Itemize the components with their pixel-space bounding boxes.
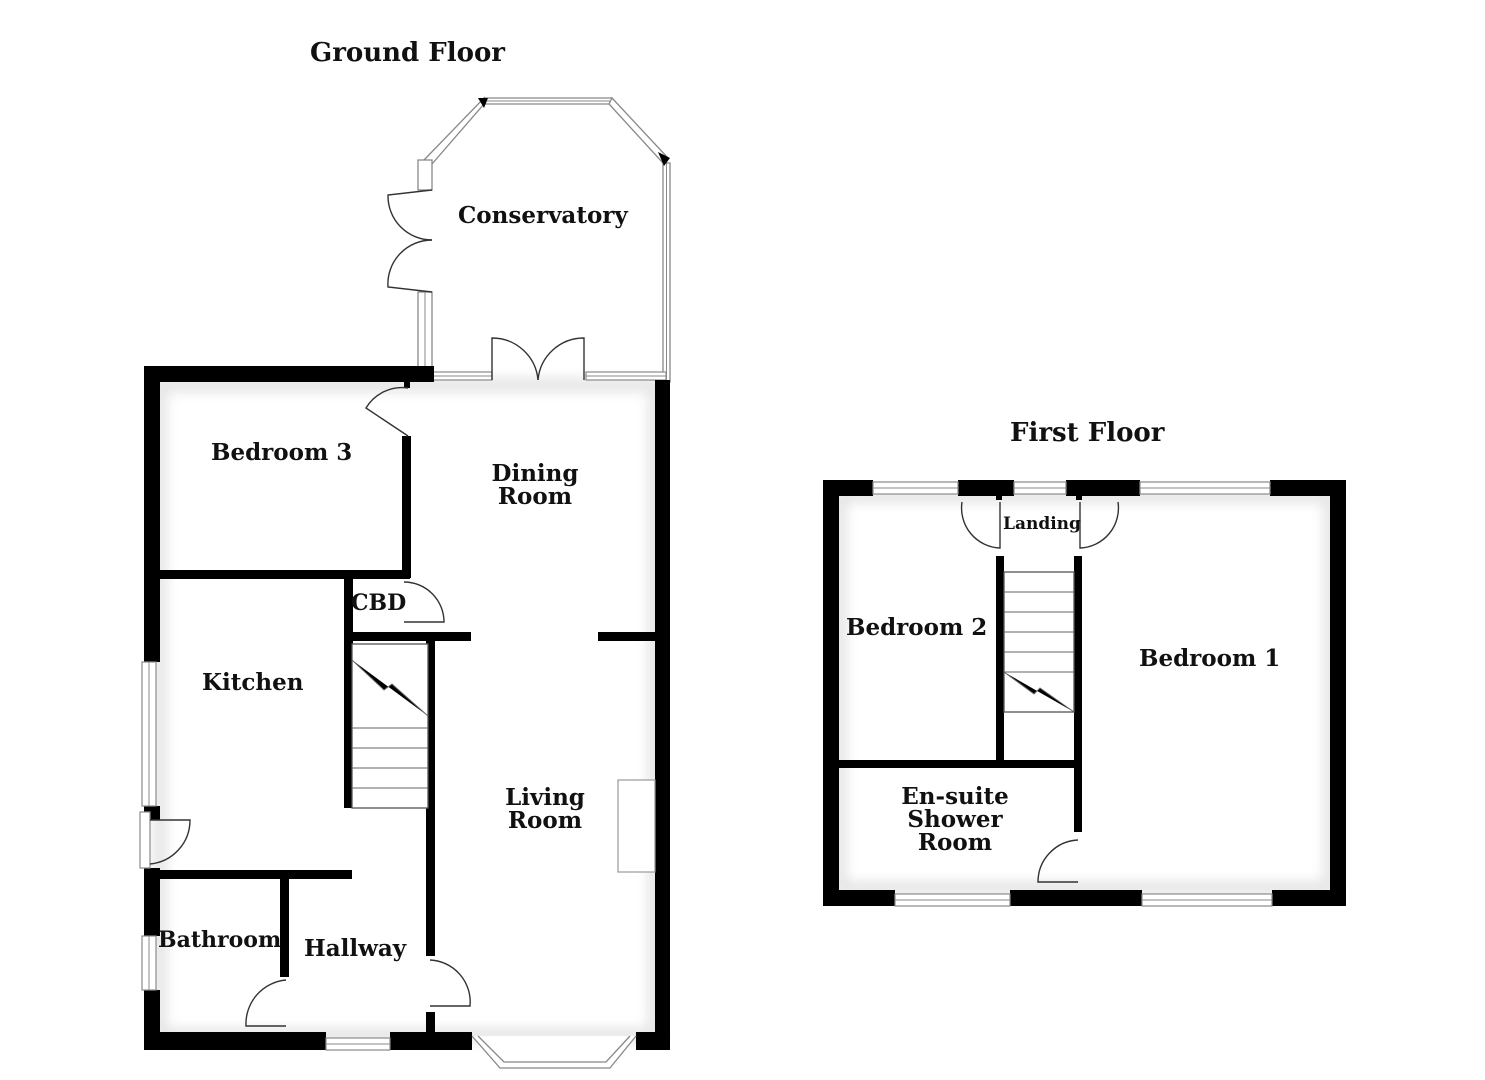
first-floor-windows (872, 481, 1273, 907)
dining-room-line-1: Dining (491, 460, 579, 487)
room-label-dining-room: Dining Room (488, 462, 582, 508)
room-label-bedroom-3: Bedroom 3 (211, 439, 353, 466)
ground-floor-doors (149, 386, 471, 1027)
en-suite-line-3: Room (917, 829, 993, 856)
room-label-bathroom: Bathroom (158, 927, 282, 953)
chimney-breast (617, 779, 656, 873)
room-label-hallway: Hallway (304, 935, 407, 962)
living-room-line-1: Living (505, 784, 585, 811)
living-room-line-2: Room (507, 807, 583, 834)
ground-floor-walls (144, 366, 670, 1050)
room-label-living-room: Living Room (500, 786, 590, 832)
room-label-conservatory: Conservatory (458, 202, 628, 229)
first-floor-plan (823, 480, 1346, 907)
ground-floor-title: Ground Floor (310, 38, 505, 68)
room-label-landing: Landing (1003, 514, 1081, 534)
dining-room-line-2: Room (497, 483, 573, 510)
first-floor-title: First Floor (1010, 418, 1165, 448)
ground-floor-plan (139, 96, 671, 1069)
conservatory-frame (387, 96, 671, 383)
first-floor-walls (823, 480, 1346, 906)
room-label-cbd: CBD (351, 590, 407, 616)
first-floor-staircase (1003, 571, 1075, 713)
ground-floor-windows (139, 661, 637, 1069)
room-label-bedroom-1: Bedroom 1 (1139, 645, 1281, 672)
room-label-en-suite-shower-room: En-suite Shower Room (898, 785, 1012, 854)
room-label-kitchen: Kitchen (202, 669, 304, 696)
room-label-bedroom-2: Bedroom 2 (846, 614, 988, 641)
en-suite-line-2: Shower (907, 806, 1003, 833)
en-suite-line-1: En-suite (901, 783, 1009, 810)
first-floor-doors (960, 501, 1120, 883)
ground-floor-staircase (351, 643, 429, 809)
